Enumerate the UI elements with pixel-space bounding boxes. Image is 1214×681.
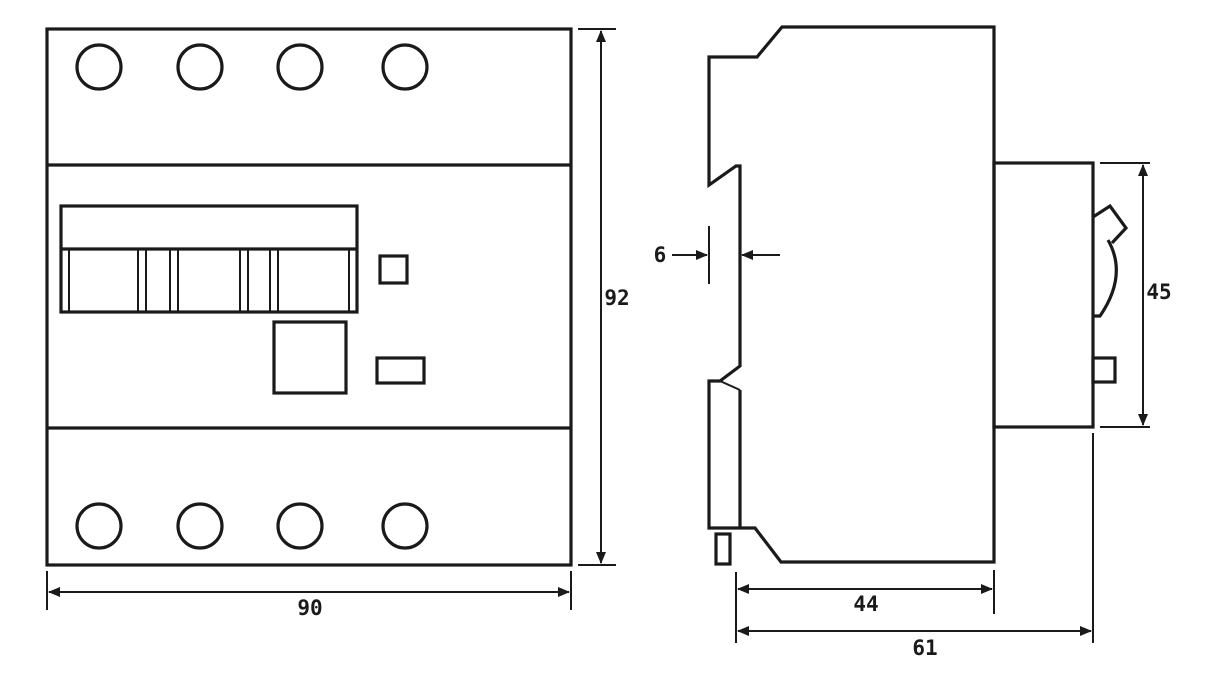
terminal-screw [75,502,123,550]
rail-clip-line [719,380,741,391]
terminal-screw [381,502,429,550]
front-height-dimension: 45 [1100,162,1172,428]
terminal-screw [381,43,429,91]
terminal-screw [276,43,324,91]
toggle-lever [1092,203,1129,245]
bottom-pin [714,532,732,566]
front-height-label: 45 [1146,280,1171,304]
front-outline [45,27,573,567]
lever-outline [59,204,359,314]
front-projection [992,161,1095,429]
width-label: 90 [297,596,322,620]
toggle-lever-arc [1093,239,1118,318]
test-button [272,320,348,395]
total-depth-dimension: 61 [737,433,1094,660]
side-test-button [1091,356,1117,384]
width-dimension: 90 [46,571,572,620]
switch-lever-block [59,204,359,314]
height-label: 92 [604,286,629,310]
bottom-terminals [75,502,429,550]
rail-offset-dimension: 6 [654,226,780,284]
side-body-outline [707,25,996,564]
terminal-screw [176,502,224,550]
body-depth-dimension: 44 [735,570,995,643]
terminal-screw [75,43,123,91]
top-terminals [75,43,429,91]
terminal-screw [176,43,224,91]
rail-offset-label: 6 [654,243,667,267]
total-depth-label: 61 [912,636,937,660]
label-window [375,356,426,385]
terminal-screw [276,502,324,550]
front-view: 90 92 [45,27,630,620]
side-view: 6 45 44 61 [654,25,1172,660]
height-dimension: 92 [578,28,630,566]
body-depth-label: 44 [853,592,878,616]
status-indicator-window [378,254,409,285]
